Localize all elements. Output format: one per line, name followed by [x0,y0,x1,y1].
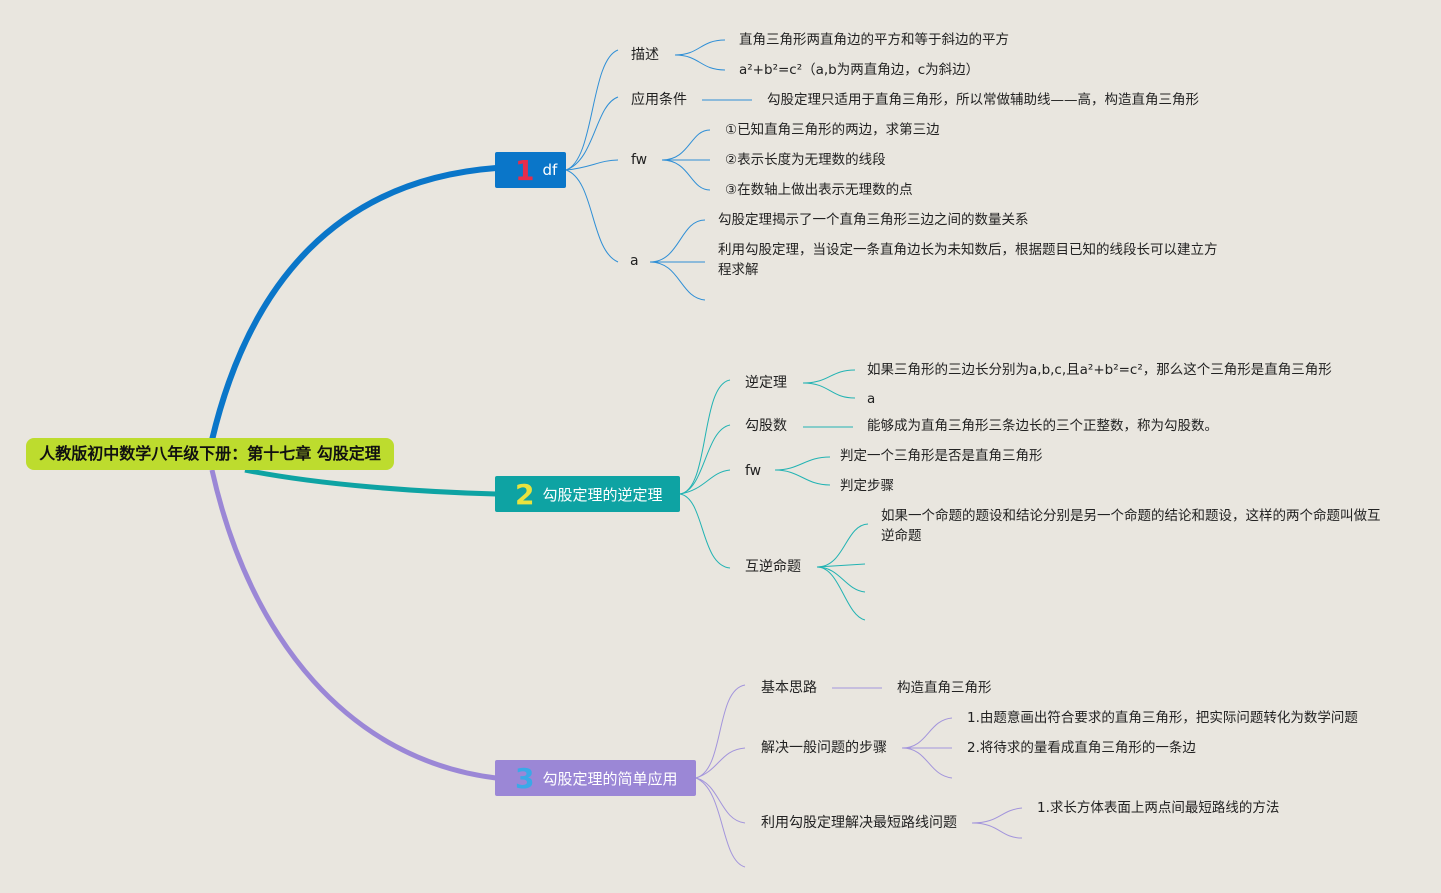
leaf-node[interactable]: 构造直角三角形 [897,680,992,696]
topic-number: 2 [515,477,535,511]
leaf-node[interactable]: 1.求长方体表面上两点间最短路线的方法 [1037,800,1280,816]
subtopic-zuiduan[interactable]: 利用勾股定理解决最短路线问题 [761,815,957,831]
leaf-node[interactable]: ③在数轴上做出表示无理数的点 [725,182,913,198]
leaf-node[interactable]: a [867,391,876,407]
subtopic-fw-2[interactable]: fw [745,463,762,479]
topic-number: 1 [515,153,535,187]
leaf-node[interactable]: 判定步骤 [840,478,894,494]
leaf-node[interactable]: 能够成为直角三角形三条边长的三个正整数，称为勾股数。 [867,418,1218,434]
leaf-node[interactable]: 勾股定理只适用于直角三角形，所以常做辅助线——高，构造直角三角形 [767,92,1199,108]
topic-2[interactable]: 2 勾股定理的逆定理 [495,476,680,512]
leaf-node[interactable]: 利用勾股定理，当设定一条直角边长为未知数后，根据题目已知的线段长可以建立方程求解 [718,242,1218,278]
root-node[interactable]: 人教版初中数学八年级下册：第十七章 勾股定理 [26,438,394,470]
subtopic-yingyong[interactable]: 应用条件 [631,92,687,108]
branch-line-3 [209,469,497,781]
topic-label: df [542,161,558,179]
leaf-node[interactable]: ②表示长度为无理数的线段 [725,152,886,168]
leaf-node[interactable]: a²+b²=c²（a,b为两直角边，c为斜边） [739,62,980,78]
leaf-node[interactable]: 勾股定理揭示了一个直角三角形三边之间的数量关系 [718,212,1029,228]
topic-label: 勾股定理的简单应用 [542,769,678,788]
topic-3[interactable]: 3 勾股定理的简单应用 [495,760,696,796]
topic-number: 3 [515,761,535,795]
leaf-node[interactable]: 2.将待求的量看成直角三角形的一条边 [967,740,1196,756]
subtopic-niding[interactable]: 逆定理 [745,375,787,391]
subtopic-miaoshu[interactable]: 描述 [631,47,659,63]
branch-line-2 [244,467,497,497]
leaf-node[interactable]: 如果三角形的三边长分别为a,b,c,且a²+b²=c²，那么这个三角形是直角三角… [867,362,1332,378]
topic-label: 勾股定理的逆定理 [542,485,663,504]
leaf-node[interactable]: 1.由题意画出符合要求的直角三角形，把实际问题转化为数学问题 [967,710,1358,726]
subtopic-fw[interactable]: fw [631,152,648,168]
subtopic-goushu[interactable]: 勾股数 [745,418,787,434]
branch-line-1 [209,165,497,441]
subtopic-a[interactable]: a [630,253,639,269]
leaf-node[interactable]: 判定一个三角形是否是直角三角形 [840,448,1043,464]
leaf-node[interactable]: ①已知直角三角形的两边，求第三边 [725,122,940,138]
leaf-node[interactable]: 直角三角形两直角边的平方和等于斜边的平方 [739,32,1009,48]
leaf-node[interactable]: 如果一个命题的题设和结论分别是另一个命题的结论和题设，这样的两个命题叫做互逆命题 [881,508,1381,544]
subtopic-silu[interactable]: 基本思路 [761,680,817,696]
subtopic-huni[interactable]: 互逆命题 [745,559,801,575]
subtopic-buzhou[interactable]: 解决一般问题的步骤 [761,740,887,756]
topic-1[interactable]: 1 df [495,152,566,188]
